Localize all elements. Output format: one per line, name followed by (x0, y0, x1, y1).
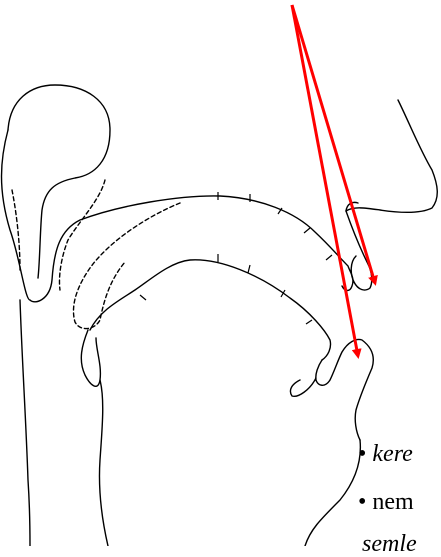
tongue-body-outline (81, 330, 100, 386)
velum-dashed (73, 203, 180, 329)
upper-lip-outline (346, 211, 372, 290)
red-arrows (292, 5, 375, 356)
caption-text-3: semle (362, 531, 417, 557)
nasopharynx-bulb (8, 85, 110, 278)
caption-text-1: kere (372, 441, 412, 467)
posterior-wall-dashed (59, 180, 105, 290)
bullet-icon: • (358, 441, 366, 467)
caption-line-1: •kere (358, 442, 413, 466)
lower-teeth-curl (290, 378, 316, 396)
back-of-neck (20, 300, 30, 546)
arrow-to-lower-lip (292, 5, 358, 356)
bullet-icon: • (358, 489, 366, 515)
caption-text-2: nem (372, 489, 413, 515)
arrow-to-upper-lip (292, 5, 375, 283)
palate-ticks (140, 192, 332, 324)
tongue-palate-outline (90, 260, 331, 360)
caption-line-2: •nem (358, 490, 414, 514)
nose-outline (346, 100, 437, 212)
nasal-cavity-outline (2, 130, 353, 302)
pharynx-left-dashed (12, 190, 20, 270)
jaw-outline (305, 440, 360, 546)
chin-outline (99, 380, 108, 546)
lower-lip-outline (316, 340, 373, 441)
caption-line-3: semle (362, 532, 417, 556)
